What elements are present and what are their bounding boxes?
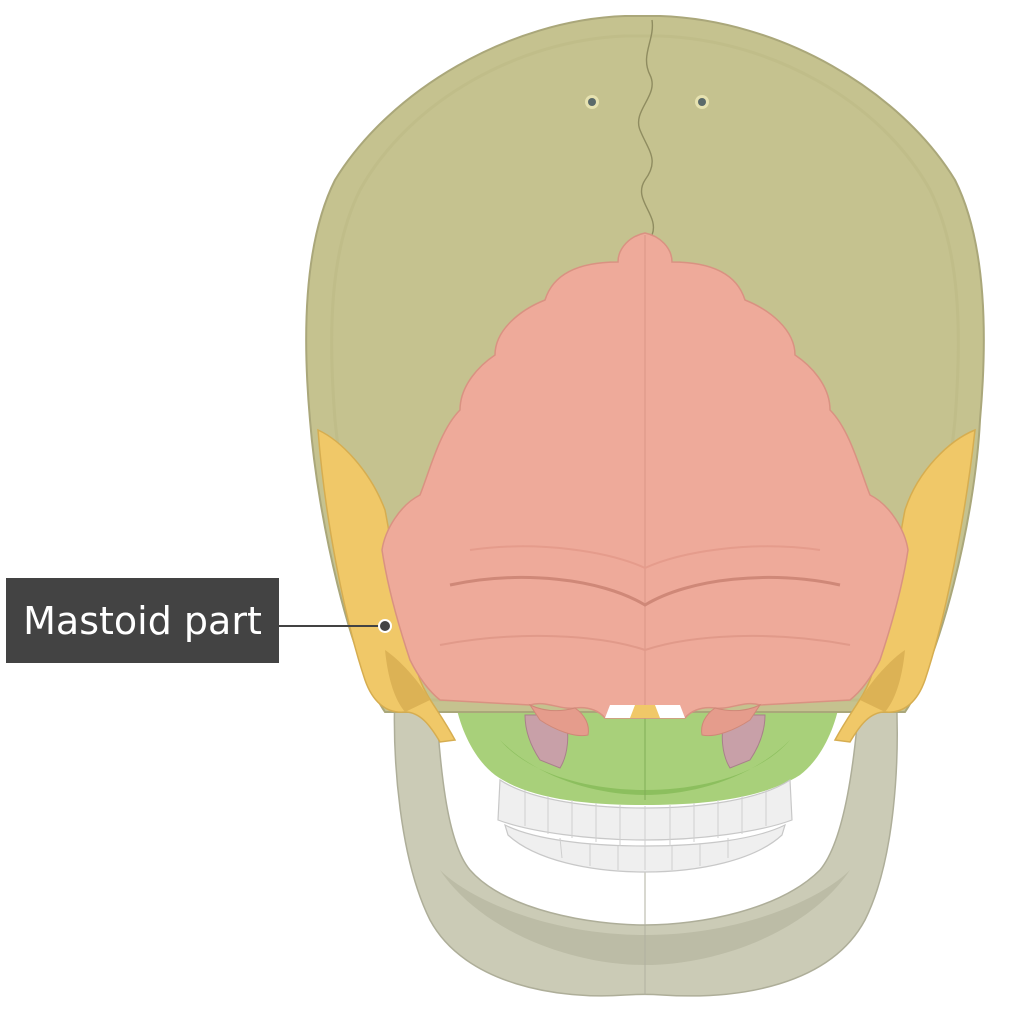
leader-marker <box>378 619 392 633</box>
occipital-condyle-right <box>701 703 762 737</box>
mastoid-process-left <box>385 650 430 712</box>
label-mastoid-part: Mastoid part <box>6 578 279 663</box>
inferior-nuchal-line <box>439 634 851 652</box>
temporal-bone-left <box>317 428 457 743</box>
mastoid-process-right <box>860 650 905 712</box>
highest-nuchal-line <box>469 545 821 570</box>
occipital-condyle-left <box>528 703 589 737</box>
teeth-separators <box>524 790 767 870</box>
parietal-foramen-right-hole <box>698 98 706 106</box>
superior-nuchal-line <box>449 576 841 607</box>
temporal-bone-right <box>833 428 976 743</box>
palate-shading <box>500 740 790 795</box>
label-text: Mastoid part <box>23 598 262 643</box>
sagittal-suture <box>637 19 655 236</box>
mandible-shading <box>440 870 850 965</box>
parietal-foramen-left-hole <box>588 98 596 106</box>
basilar-part <box>630 705 660 718</box>
